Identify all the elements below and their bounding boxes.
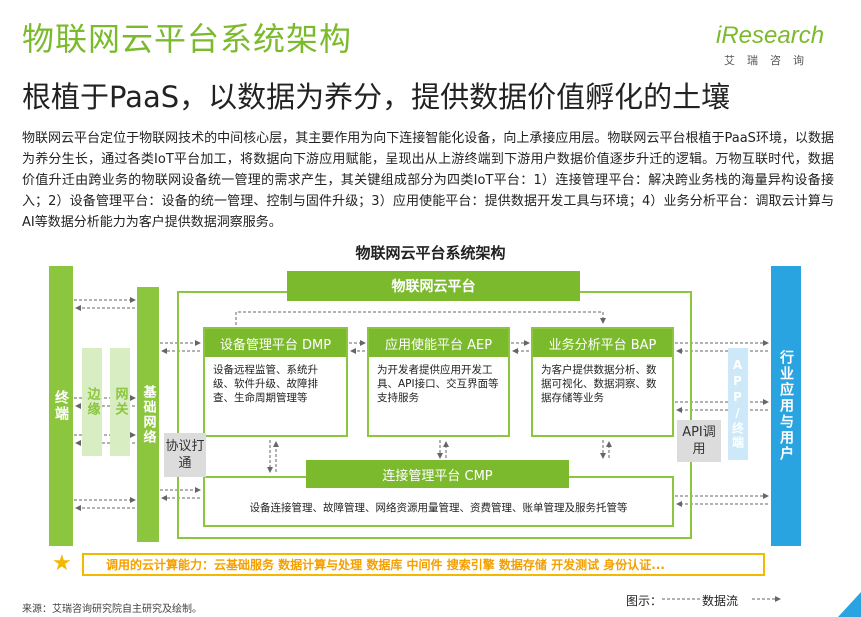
gateway-bar: 网关 xyxy=(110,348,130,456)
aep-platform-title: 应用使能平台 AEP xyxy=(369,329,508,357)
app-terminal-bar: APP/终端 xyxy=(728,348,748,460)
diagram-title: 物联网云平台系统架构 xyxy=(355,244,506,262)
cmp-platform-text: 设备连接管理、故障管理、网络资源用量管理、资费管理、账单管理及服务托管等 xyxy=(249,502,628,514)
iresearch-logo: iResearch 艾瑞咨询 xyxy=(716,22,826,68)
logo-wordmark: iResearch xyxy=(716,22,826,50)
legend-label: 图示： xyxy=(626,594,663,608)
legend-dataflow-label: 数据流 xyxy=(702,594,739,608)
infrastructure-network-bar: 基础网络 xyxy=(137,287,159,542)
api-call-box: API调用 xyxy=(677,420,721,462)
source-note: 来源：艾瑞咨询研究院自主研究及绘制。 xyxy=(22,604,202,615)
corner-decoration-icon xyxy=(838,592,861,617)
bap-platform-text: 为客户提供数据分析、数据可视化、数据洞察、数据存储等业务 xyxy=(541,364,657,404)
protocol-box: 协议打通 xyxy=(164,433,206,477)
page-subtitle: 根植于PaaS，以数据为养分，提供数据价值孵化的土壤 xyxy=(22,80,731,114)
aep-platform-text: 为开发者提供应用开发工具、API接口、交互界面等支持服务 xyxy=(377,364,499,404)
edge-bar: 边缘 xyxy=(82,348,102,456)
dmp-platform-box: 设备管理平台 DMP 设备远程监管、系统升级、软件升级、故障排查、生命周期管理等 xyxy=(203,327,348,437)
dmp-platform-title: 设备管理平台 DMP xyxy=(205,329,346,357)
aep-platform-box: 应用使能平台 AEP 为开发者提供应用开发工具、API接口、交互界面等支持服务 xyxy=(367,327,510,437)
iot-platform-header: 物联网云平台 xyxy=(287,271,580,301)
bap-platform-box: 业务分析平台 BAP 为客户提供数据分析、数据可视化、数据洞察、数据存储等业务 xyxy=(531,327,674,437)
logo-chinese: 艾瑞咨询 xyxy=(724,54,816,67)
terminal-bar: 终端 xyxy=(49,266,73,546)
cmp-platform-title: 连接管理平台 CMP xyxy=(306,460,569,488)
star-icon: ★ xyxy=(52,551,72,576)
bap-platform-title: 业务分析平台 BAP xyxy=(533,329,672,357)
cloud-capabilities-bar: 调用的云计算能力：云基础服务 数据计算与处理 数据库 中间件 搜索引擎 数据存储… xyxy=(82,553,765,576)
dmp-platform-text: 设备远程监管、系统升级、软件升级、故障排查、生命周期管理等 xyxy=(213,364,318,404)
logo-word: Research xyxy=(721,22,825,49)
logo-prefix: i xyxy=(716,22,722,49)
description-paragraph: 物联网云平台定位于物联网技术的中间核心层，其主要作用为向下连接智能化设备，向上承… xyxy=(22,131,834,230)
page-title: 物联网云平台系统架构 xyxy=(22,20,353,58)
industry-users-bar: 行业应用与用户 xyxy=(771,266,801,546)
